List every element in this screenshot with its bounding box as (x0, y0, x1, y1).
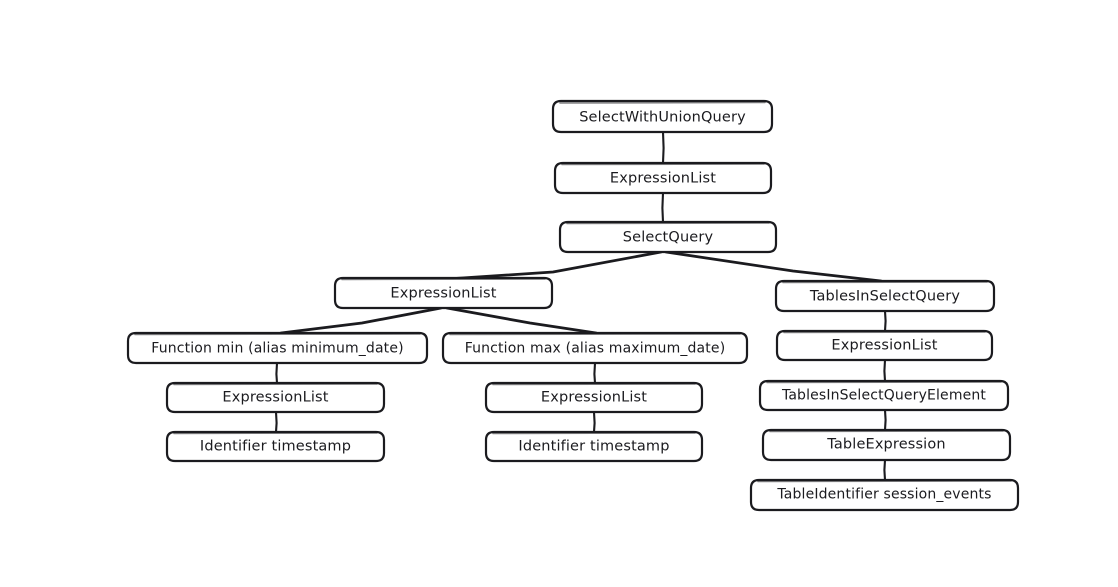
node-expression-list-tables[interactable]: ExpressionList (775, 329, 994, 362)
node-label: Identifier timestamp (200, 439, 351, 455)
node-label: ExpressionList (831, 338, 937, 354)
node-label: TablesInSelectQuery (809, 289, 960, 305)
node-shape (333, 276, 554, 310)
edge-selectwithunionquery-expressionlist (661, 130, 665, 165)
node-shape (749, 478, 1020, 512)
node-shape-sketch (492, 432, 696, 435)
node-label: TableExpression (826, 437, 945, 453)
node-shape-sketch (559, 101, 766, 104)
edge-functionmin-expressionlist (275, 361, 279, 385)
node-shape-sketch (783, 331, 986, 334)
node-select-with-union-query[interactable]: SelectWithUnionQuery (551, 99, 774, 134)
edge-selectquery-tablesinselectquery (664, 250, 883, 283)
node-shape (484, 430, 704, 463)
node-label: Function min (alias minimum_date) (151, 341, 403, 357)
node-shape-sketch (766, 381, 1002, 384)
node-expression-list-max[interactable]: ExpressionList (484, 381, 704, 414)
node-shape (558, 220, 778, 254)
node-label: SelectQuery (623, 230, 714, 246)
edge-tableexpression-tableidentifier (883, 458, 887, 482)
node-tables-in-select-query-element[interactable]: TablesInSelectQueryElement (758, 379, 1010, 412)
node-shape-sketch (134, 333, 421, 336)
node-shape-sketch (449, 333, 741, 336)
node-label: ExpressionList (222, 390, 328, 406)
edge-expressionlist-tablesinselectqueryelement (883, 358, 887, 383)
edge-expressionlist-functionmax (445, 306, 598, 335)
node-shape (551, 99, 774, 134)
node-label: TableIdentifier session_events (776, 487, 991, 503)
node-identifier-timestamp-min[interactable]: Identifier timestamp (165, 430, 386, 463)
node-select-query[interactable]: SelectQuery (558, 220, 778, 254)
node-shape (775, 329, 994, 362)
node-shape (484, 381, 704, 414)
node-shape (761, 428, 1012, 462)
node-shape (441, 331, 749, 365)
node-shape-sketch (173, 432, 378, 435)
node-table-expression[interactable]: TableExpression (761, 428, 1012, 462)
node-shape-sketch (492, 383, 696, 386)
node-tables-in-select-query[interactable]: TablesInSelectQuery (774, 279, 996, 313)
edge-expressionlist-selectquery (661, 191, 665, 224)
edge-tablesinselectquery-expressionlist (883, 309, 887, 333)
node-label: TablesInSelectQueryElement (781, 388, 986, 404)
node-shape-sketch (769, 430, 1004, 433)
node-shape (553, 161, 773, 195)
node-shape (774, 279, 996, 313)
node-shape-sketch (173, 383, 378, 386)
node-expression-list-select[interactable]: ExpressionList (333, 276, 554, 310)
edge-selectquery-expressionlist (445, 250, 663, 281)
edge-expressionlist-functionmin (279, 306, 443, 335)
node-shape (165, 430, 386, 463)
edge-expressionlist-identifier-min (274, 410, 278, 434)
node-label: ExpressionList (390, 286, 496, 302)
node-label: ExpressionList (610, 171, 716, 187)
node-shape-sketch (341, 278, 546, 281)
edge-tablesinselectqueryelement-tableexpression (883, 408, 887, 432)
node-identifier-timestamp-max[interactable]: Identifier timestamp (484, 430, 704, 463)
edges-group (274, 130, 887, 482)
node-label: SelectWithUnionQuery (579, 110, 746, 126)
node-shape-sketch (757, 480, 1012, 483)
node-function-max[interactable]: Function max (alias maximum_date) (441, 331, 749, 365)
edge-expressionlist-identifier-max (592, 410, 596, 434)
node-shape (758, 379, 1010, 412)
node-label: Function max (alias maximum_date) (465, 341, 726, 357)
node-shape-sketch (561, 163, 765, 166)
node-shape-sketch (782, 281, 988, 284)
node-label: Identifier timestamp (518, 439, 669, 455)
node-shape (165, 381, 386, 414)
node-table-identifier[interactable]: TableIdentifier session_events (749, 478, 1020, 512)
node-shape (126, 331, 429, 365)
node-expression-list-root[interactable]: ExpressionList (553, 161, 773, 195)
node-expression-list-min[interactable]: ExpressionList (165, 381, 386, 414)
node-function-min[interactable]: Function min (alias minimum_date) (126, 331, 429, 365)
node-label: ExpressionList (541, 390, 647, 406)
node-shape-sketch (566, 222, 770, 225)
edge-functionmax-expressionlist (593, 361, 597, 385)
